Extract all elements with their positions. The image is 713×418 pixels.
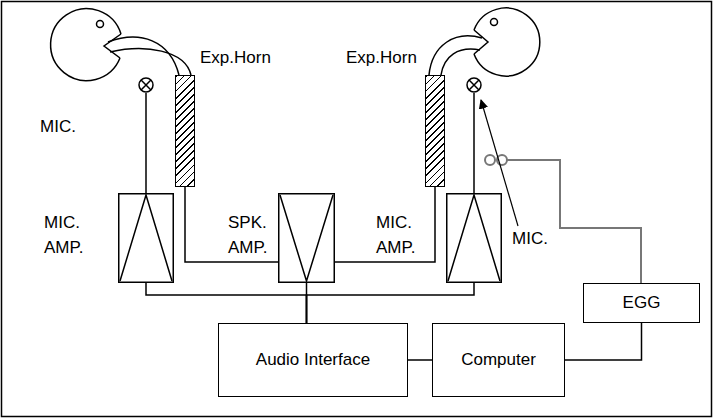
mouth [104,34,121,58]
mouth [474,30,488,54]
part-label: SPK. AMP. [228,211,274,260]
computer-box: Computer [432,323,565,397]
speaker-amplifier: SPK. AMP. [278,193,335,283]
egg-electrodes [485,155,641,283]
amplifier-triangle [280,195,333,281]
mic-circle [139,78,153,92]
signal-wire [307,283,475,323]
amplifier-triangle [448,195,500,281]
part-label: MIC. AMP. [44,211,94,260]
head-outline [51,9,121,81]
expansion-horn: Exp.Horn [425,75,445,187]
part-label: MIC. AMP. [376,211,426,260]
amplifier-symbol [278,193,335,283]
amplifier-box [279,194,335,283]
box-label: EGG [623,291,661,316]
amplifier-triangle [120,195,172,281]
right-head [429,8,540,76]
box-label: Audio Interface [256,348,370,373]
audio-interface-box: Audio Interface [218,323,408,397]
part-label: MIC. [512,227,572,252]
box-label: Computer [461,348,536,373]
signal-wire [146,283,307,323]
electrode-wire [507,160,641,283]
tube [108,37,179,75]
tube [441,49,480,75]
tube [429,36,482,75]
head-outline [474,8,540,76]
microphone: MIC. [466,77,482,93]
left-head [51,9,191,81]
mic-amplifier: MIC. AMP. [118,193,174,283]
electrode [485,155,495,165]
signal-wire [145,93,147,193]
amplifier-symbol [446,193,502,283]
signal-wire [565,323,642,360]
mic-cross [141,80,151,90]
signal-wire [473,93,475,193]
part-label: Exp.Horn [346,46,436,71]
mic-amplifier: MIC. AMP. [446,193,502,283]
amplifier-symbol [118,193,174,283]
microphone: MIC. [138,77,154,93]
microphone-symbol [466,77,482,93]
signal-wire [408,359,432,361]
amplifier-box [447,194,502,283]
mic-circle [467,78,481,92]
tube [110,49,191,75]
expansion-horn: Exp.Horn [175,75,195,187]
part-label: Exp.Horn [200,46,290,71]
eye [97,21,104,28]
part-label: MIC. [40,115,100,140]
microphone-symbol [138,77,154,93]
amplifier-box [119,194,174,283]
mic-cross [469,80,479,90]
egg-box: EGG [583,283,700,323]
eye [491,19,498,26]
